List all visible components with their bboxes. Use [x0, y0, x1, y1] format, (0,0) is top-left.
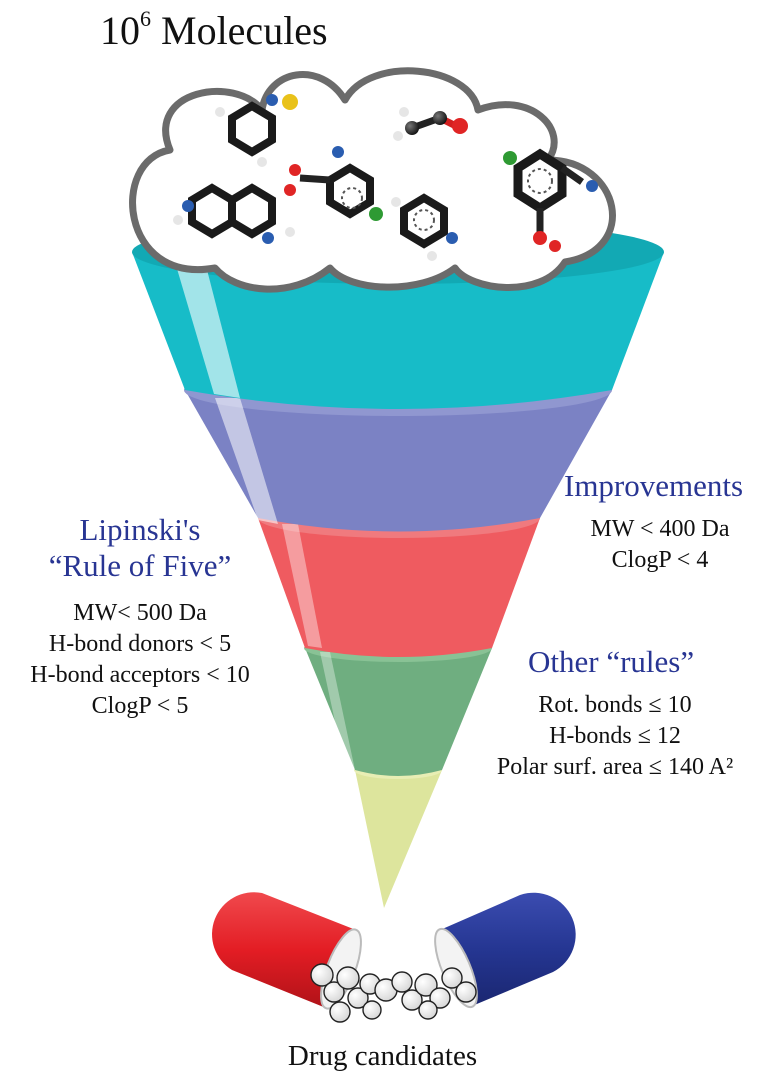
other-rules-heading: Other “rules” [528, 644, 695, 679]
capsule-powder-beads [310, 963, 477, 1023]
lipinski-rule: ClogP < 5 [91, 693, 189, 719]
lipinski-rules: MW< 500 Da H-bond donors < 5 H-bond acce… [0, 598, 280, 722]
improvements-rule: MW < 400 Da [590, 516, 730, 542]
molecule-chlorophenyl-acid-right [503, 148, 598, 252]
lipinski-heading-line2: “Rule of Five” [48, 548, 232, 583]
other-rule: Polar surf. area ≤ 140 A² [496, 754, 734, 780]
molecule-chlorophenyl-acid-left [284, 146, 383, 221]
lipinski-rule: H-bond donors < 5 [48, 631, 232, 657]
lipinski-heading-line1: Lipinski's [79, 512, 201, 547]
lipinski-rule: H-bond acceptors < 10 [30, 662, 250, 688]
improvements-heading: Improvements [564, 468, 744, 503]
molecule-thiol-ring [215, 94, 298, 167]
molecule-bicyclic-amine [173, 183, 295, 244]
other-rule: Rot. bonds ≤ 10 [538, 692, 692, 718]
molecule-pyrrole [391, 193, 458, 261]
other-rule: H-bonds ≤ 12 [549, 723, 681, 749]
lipinski-heading: Lipinski's “Rule of Five” [20, 512, 260, 584]
footer-caption: Drug candidates [287, 1040, 478, 1072]
lipinski-rule: MW< 500 Da [73, 600, 207, 626]
other-rules-list: Rot. bonds ≤ 10 H-bonds ≤ 12 Polar surf.… [470, 690, 760, 783]
improvements-rules: MW < 400 Da ClogP < 4 [560, 514, 760, 576]
capsule-red-half [212, 892, 362, 1010]
diagram-title: 106 Molecules [100, 6, 328, 53]
molecule-ethanol [393, 107, 468, 141]
improvements-rule: ClogP < 4 [611, 547, 709, 573]
funnel-tip-yellow [354, 761, 442, 908]
